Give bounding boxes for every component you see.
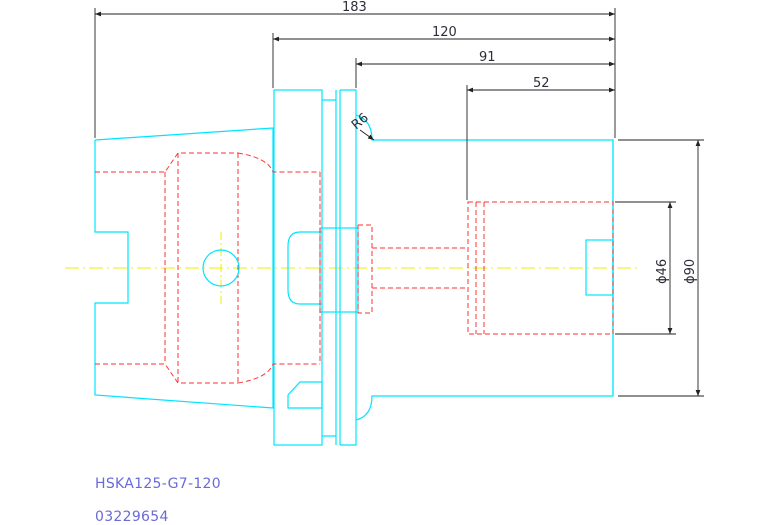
part-outline xyxy=(94,89,614,446)
hidden-lines xyxy=(95,152,614,384)
center-hole xyxy=(202,249,240,287)
dim-bore-diameter: ϕ46 xyxy=(655,259,670,284)
dim-overall-length: 183 xyxy=(342,0,367,15)
dim-gauge-length: 120 xyxy=(432,25,457,40)
part-name-label: HSKA125-G7-120 xyxy=(95,476,221,492)
dim-body-length: 91 xyxy=(479,50,496,65)
dim-outer-diameter: ϕ90 xyxy=(683,259,698,284)
centerline xyxy=(65,232,640,304)
dim-radius: R6 xyxy=(349,110,372,133)
part-number-label: 03229654 xyxy=(95,509,169,525)
dimension-lines xyxy=(94,8,704,397)
dim-bore-depth: 52 xyxy=(533,76,550,91)
